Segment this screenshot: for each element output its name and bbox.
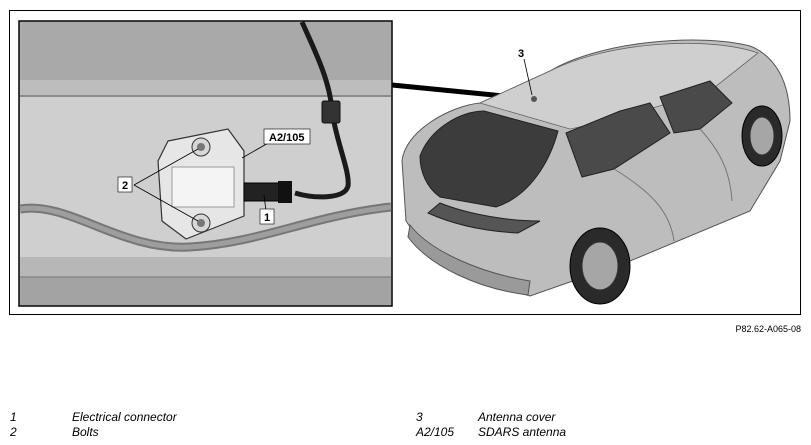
figure-frame: A2/105 1 2 <box>9 10 801 315</box>
figure-code: P82.62-A065-08 <box>735 324 801 334</box>
legend-key: 1 <box>10 410 17 424</box>
legend-key: 3 <box>416 410 423 424</box>
callout-2: 2 <box>122 180 128 192</box>
legend-item: A2/105 SDARS antenna <box>416 425 566 440</box>
antenna-module <box>157 128 292 240</box>
car-illustration: 3 <box>401 39 791 305</box>
detail-panel: A2/105 1 2 <box>18 20 393 307</box>
legend-item: 1 Electrical connector <box>10 410 177 425</box>
legend-text: SDARS antenna <box>478 425 567 439</box>
diagram-illustration: A2/105 1 2 <box>18 20 791 307</box>
legend-right: 3 Antenna cover A2/105 SDARS antenna <box>416 410 566 440</box>
callout-1: 1 <box>264 212 270 224</box>
legend-key: A2/105 <box>416 425 455 439</box>
legend-left: 1 Electrical connector 2 Bolts <box>10 410 177 440</box>
legend-text: Bolts <box>72 425 99 439</box>
legend-text: Electrical connector <box>72 410 177 424</box>
callout-a2105: A2/105 <box>269 132 304 144</box>
callout-3: 3 <box>518 48 524 60</box>
legend-text: Antenna cover <box>478 410 556 424</box>
legend-item: 2 Bolts <box>10 425 177 440</box>
legend-key: 2 <box>10 425 17 439</box>
legend-item: 3 Antenna cover <box>416 410 566 425</box>
